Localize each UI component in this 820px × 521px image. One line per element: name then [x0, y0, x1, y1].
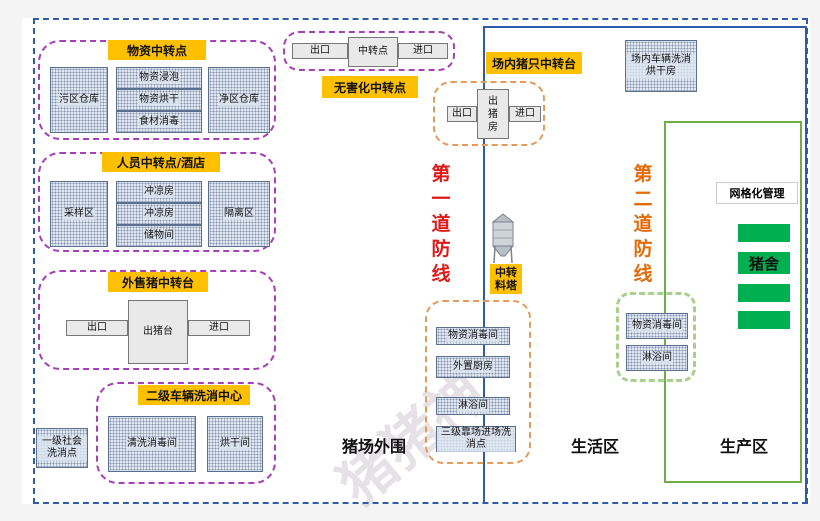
- outside-kitchen: 外置厨房: [436, 356, 510, 378]
- production-zone-label: 生产区: [719, 437, 768, 456]
- living-zone-right-border: [805, 26, 807, 502]
- vehicle-wash-group: [96, 382, 276, 484]
- pig-sale-entry: 进口: [188, 320, 250, 336]
- materials-soak-room: 物资浸泡: [116, 67, 202, 89]
- inner-vehicle-wash-dry-room: 场内车辆洗消烘干房: [625, 40, 697, 92]
- harmless-transfer-group: [283, 31, 455, 71]
- pig-house-bar-1: [738, 224, 790, 242]
- materials-hub-title: 物资中转点: [108, 40, 206, 60]
- pig-house-label: 猪舍: [748, 254, 779, 273]
- inner-pig-transfer-group: [433, 81, 545, 146]
- living-zone-top-border: [483, 26, 805, 28]
- pig-sale-title: 外售猪中转台: [108, 272, 208, 292]
- harmless-transfer-point: 中转点: [348, 37, 398, 67]
- feed-tower-icon: [491, 213, 515, 264]
- harmless-exit: 出口: [292, 43, 348, 59]
- social-wash-point: 一级社会洗消点: [36, 428, 88, 468]
- harmless-entry: 进口: [398, 43, 448, 59]
- clean-warehouse: 净区仓库: [208, 67, 270, 133]
- materials-dry-room: 物资烘干: [116, 89, 202, 111]
- first-defense-line-label: 第一道防线: [431, 163, 451, 285]
- pig-house-bar-3: [738, 284, 790, 302]
- outer-zone-label: 猪场外围: [341, 437, 406, 456]
- isolation-area: 隔离区: [208, 181, 270, 247]
- sampling-area: 采样区: [50, 181, 108, 247]
- inner-pig-transfer-title: 场内猪只中转台: [486, 52, 582, 74]
- food-disinfect-room: 食材消毒: [116, 111, 202, 133]
- third-level-wash-point: 三级靠场进场洗消点: [436, 426, 516, 452]
- grid-management-label: 网格化管理: [716, 182, 798, 204]
- vehicle-dry-room: 烘干间: [207, 416, 263, 472]
- first-line-facility-group: [425, 300, 531, 464]
- inner-pig-entry: 进口: [509, 106, 541, 122]
- pig-sale-exit: 出口: [66, 320, 128, 336]
- shower-room-1: 冲凉房: [116, 181, 202, 203]
- inner-pig-exit: 出口: [447, 106, 477, 122]
- shower-room-2: 冲凉房: [116, 203, 202, 225]
- first-line-material-disinfect-room: 物资消毒间: [436, 327, 510, 345]
- vehicle-wash-title: 二级车辆洗消中心: [138, 385, 250, 405]
- pig-outlet-house: 出猪房: [477, 89, 509, 139]
- living-zone-label: 生活区: [570, 437, 619, 456]
- second-line-shower-room: 淋浴间: [626, 345, 688, 371]
- dirty-warehouse: 污区仓库: [50, 67, 108, 133]
- outer-perimeter-border: [33, 18, 808, 504]
- staff-hub-title: 人员中转点/酒店: [102, 152, 220, 172]
- second-line-material-disinfect-room: 物资消毒间: [626, 313, 688, 339]
- production-zone-border: [664, 121, 802, 483]
- harmless-transfer-title: 无害化中转点: [322, 76, 418, 98]
- pig-house-bar-4: [738, 311, 790, 329]
- pig-house-bar-2: 猪舍: [738, 252, 790, 274]
- pig-sale-group: [38, 270, 276, 370]
- storage-room: 储物间: [116, 225, 202, 247]
- second-defense-line-label: 第二道防线: [633, 163, 653, 285]
- second-line-facility-group: [616, 292, 696, 382]
- living-zone-border: [483, 26, 485, 502]
- first-line-shower-room: 淋浴间: [436, 397, 510, 415]
- wash-disinfect-room: 清洗消毒间: [108, 416, 196, 472]
- pig-loading-platform: 出猪台: [128, 300, 188, 364]
- feed-tower-label: 中转料塔: [490, 264, 522, 294]
